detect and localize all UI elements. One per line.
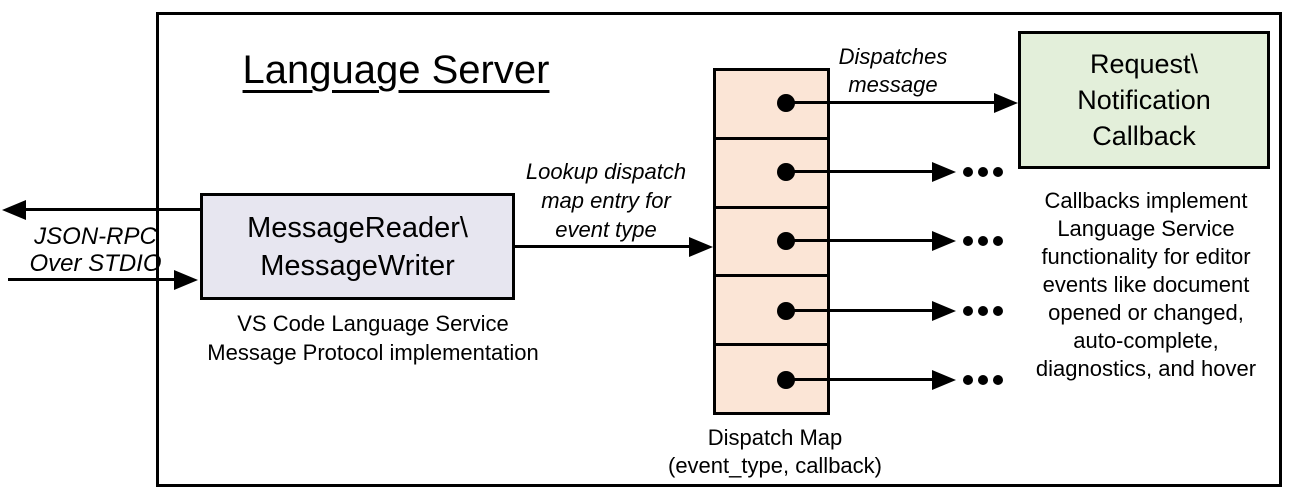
dispatch-arrow-line [786, 101, 994, 104]
dispatch-map-cell [716, 343, 827, 412]
dispatch-arrow-line [786, 309, 932, 312]
dispatch-map-cell [716, 274, 827, 343]
right-arrowhead-icon [174, 270, 198, 290]
lookup-arrow-line [515, 245, 689, 248]
left-arrowhead-icon [2, 200, 26, 220]
stdio-out-arrow-line [26, 208, 200, 211]
dispatch-map-caption: Dispatch Map (event_type, callback) [668, 425, 882, 478]
request-notification-callback-node: Request\ Notification Callback [1018, 31, 1270, 169]
callbacks-note: Callbacks implement Language Service fun… [1035, 188, 1257, 381]
lookup-dispatch-label: Lookup dispatch map entry for event type [525, 159, 687, 242]
diagram-title: Language Server [242, 48, 550, 92]
request-notification-callback-label: Request\ Notification Callback [1077, 49, 1211, 151]
stdio-in-arrow-line [8, 278, 174, 281]
dispatches-message-label: Dispatches message [838, 44, 948, 97]
message-reader-writer-node: MessageReader\ MessageWriter [200, 193, 515, 300]
right-arrowhead-icon [994, 93, 1018, 113]
message-reader-writer-label: MessageReader\ MessageWriter [247, 211, 468, 282]
dispatch-arrow-line [786, 239, 932, 242]
right-arrowhead-icon [932, 370, 956, 390]
right-arrowhead-icon [689, 237, 713, 257]
json-rpc-label: JSON-RPC Over STDIO [29, 223, 162, 277]
ellipsis-icon [963, 375, 1003, 385]
right-arrowhead-icon [932, 301, 956, 321]
right-arrowhead-icon [932, 162, 956, 182]
message-reader-caption: VS Code Language Service Message Protoco… [207, 311, 539, 365]
dispatch-arrow-line [786, 170, 932, 173]
ellipsis-icon [963, 306, 1003, 316]
ellipsis-icon [963, 167, 1003, 177]
right-arrowhead-icon [932, 231, 956, 251]
ellipsis-icon [963, 236, 1003, 246]
dispatch-map-cell [716, 136, 827, 206]
dispatch-arrow-line [786, 378, 932, 381]
dispatch-map-cell [716, 205, 827, 275]
